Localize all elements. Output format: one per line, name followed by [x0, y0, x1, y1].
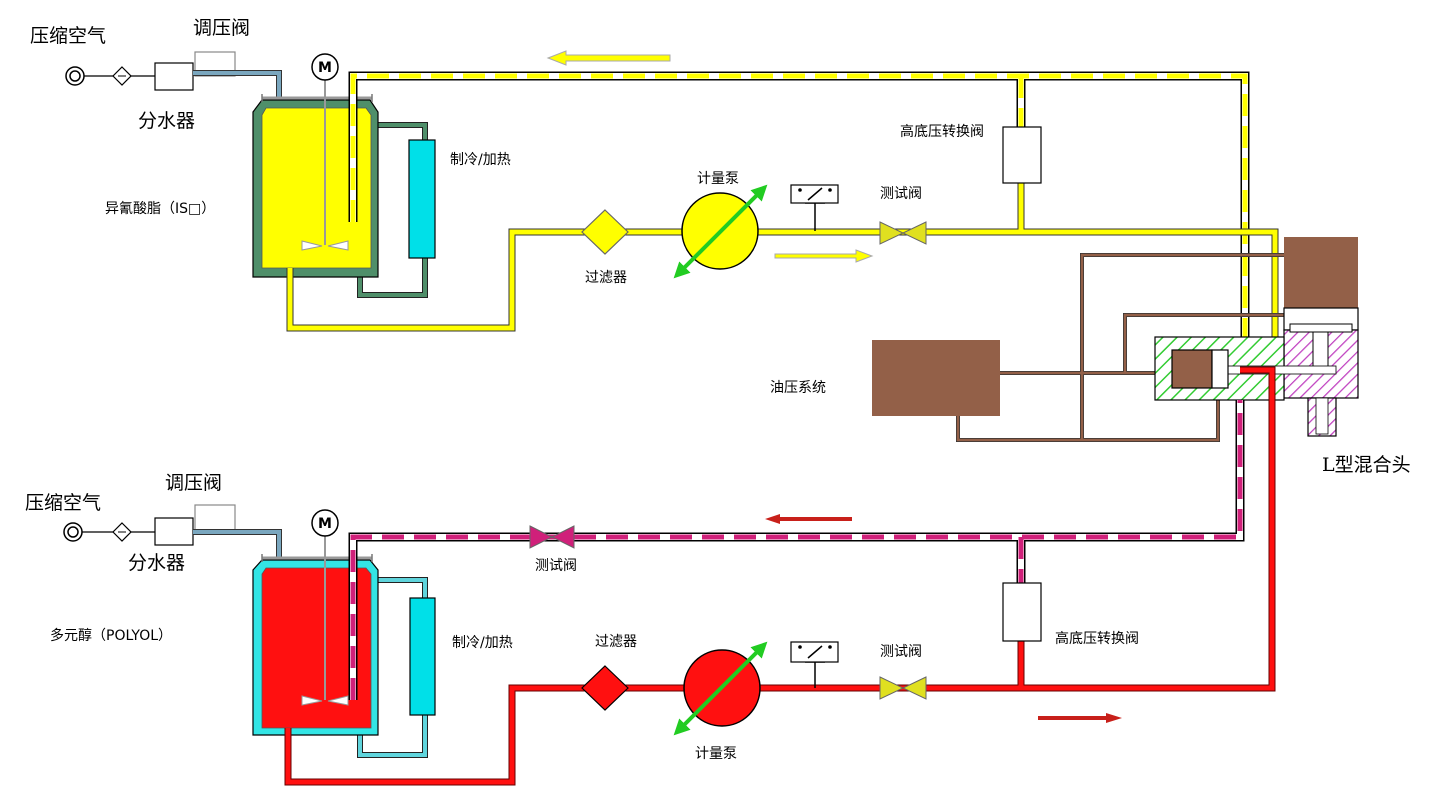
bottom-pump-adjust-arrow-icon — [673, 641, 768, 736]
mixhead-piston-seal — [1211, 349, 1229, 389]
bottom-tank-label: 多元醇（POLYOL） — [50, 627, 172, 644]
bottom-regulator-box — [194, 504, 236, 533]
top-separator-label: 分水器 — [138, 110, 195, 132]
bottom-feed-pipe — [284, 366, 1276, 786]
top-feed-flow-arrow-icon — [774, 249, 874, 263]
top-cooling-label: 制冷/加热 — [450, 152, 511, 168]
bottom-air-connector-icon — [63, 522, 83, 542]
top-air-filter-icon — [112, 66, 132, 86]
top-agitator-icon — [301, 240, 349, 251]
bottom-return-test-valve-icon — [529, 525, 575, 549]
bottom-test-valve-label: 测试阀 — [880, 644, 922, 660]
mixhead-cylinder-top — [1284, 237, 1358, 308]
top-feed-pipe — [286, 183, 1279, 370]
top-heat-exchanger — [408, 139, 436, 259]
hydraulic-unit-box — [872, 340, 1000, 416]
bottom-test-valve-icon — [879, 676, 927, 700]
mixhead-nozzle-bore — [1315, 397, 1329, 435]
top-test-valve-label: 测试阀 — [880, 186, 922, 202]
bottom-return-flow-arrow-icon — [765, 514, 852, 524]
hydraulic-label: 油压系统 — [770, 380, 826, 396]
bottom-switch-valve-box — [1002, 582, 1042, 642]
mixhead-mixing-piston — [1171, 349, 1213, 389]
top-tank-fluid — [261, 107, 372, 269]
bottom-air-label: 压缩空气 — [25, 492, 101, 514]
top-pump-label: 计量泵 — [697, 171, 739, 187]
bottom-motor-label: M — [318, 516, 332, 532]
top-return-pipe — [348, 71, 1250, 338]
top-switch-valve-box — [1002, 126, 1042, 184]
top-filter-icon — [581, 209, 629, 255]
bottom-motor-icon — [311, 509, 339, 537]
bottom-pump-label: 计量泵 — [695, 746, 737, 762]
top-pump-adjust-arrow-icon — [673, 184, 768, 279]
bottom-switch-valve-label: 高底压转换阀 — [1055, 630, 1139, 647]
bottom-cooling-pipe — [357, 577, 428, 758]
bottom-pressure-gauge-icon — [790, 641, 839, 688]
bottom-feed-flow-arrow-icon — [1038, 713, 1122, 723]
bottom-tank-fluid — [261, 567, 372, 729]
top-air-label: 压缩空气 — [30, 25, 106, 47]
top-air-connector-icon — [65, 66, 85, 86]
top-motor-icon — [311, 53, 339, 81]
top-switch-valve-label: 高底压转换阀 — [900, 123, 984, 140]
bottom-cooling-label: 制冷/加热 — [452, 635, 513, 651]
bottom-agitator-icon — [301, 695, 349, 706]
top-return-flow-arrow-icon — [546, 50, 671, 66]
top-motor-label: M — [318, 60, 332, 76]
bottom-return-pipe — [348, 400, 1245, 700]
bottom-heat-exchanger — [409, 597, 436, 716]
top-pressure-gauge-icon — [790, 184, 839, 231]
bottom-regulator-label: 调压阀 — [165, 472, 222, 494]
top-regulator-label: 调压阀 — [193, 17, 250, 39]
hydraulic-lines — [956, 253, 1284, 442]
top-filter-label: 过滤器 — [585, 270, 627, 286]
bottom-return-test-valve-label: 测试阀 — [535, 558, 577, 574]
top-separator-box — [154, 62, 194, 91]
bottom-separator-label: 分水器 — [128, 552, 185, 574]
bottom-air-filter-icon — [112, 522, 132, 542]
bottom-filter-icon — [581, 665, 629, 711]
bottom-air-pipe — [193, 529, 282, 558]
top-tank-label: 异氰酸脂（IS□） — [105, 201, 215, 217]
top-air-pipe — [193, 70, 282, 98]
mixhead-piston-plate — [1289, 323, 1353, 333]
top-test-valve-icon — [879, 221, 927, 245]
bottom-separator-box — [154, 517, 194, 546]
top-cooling-pipe — [357, 122, 428, 298]
mixhead-label: L型混合头 — [1322, 454, 1411, 476]
bottom-filter-label: 过滤器 — [595, 634, 637, 650]
